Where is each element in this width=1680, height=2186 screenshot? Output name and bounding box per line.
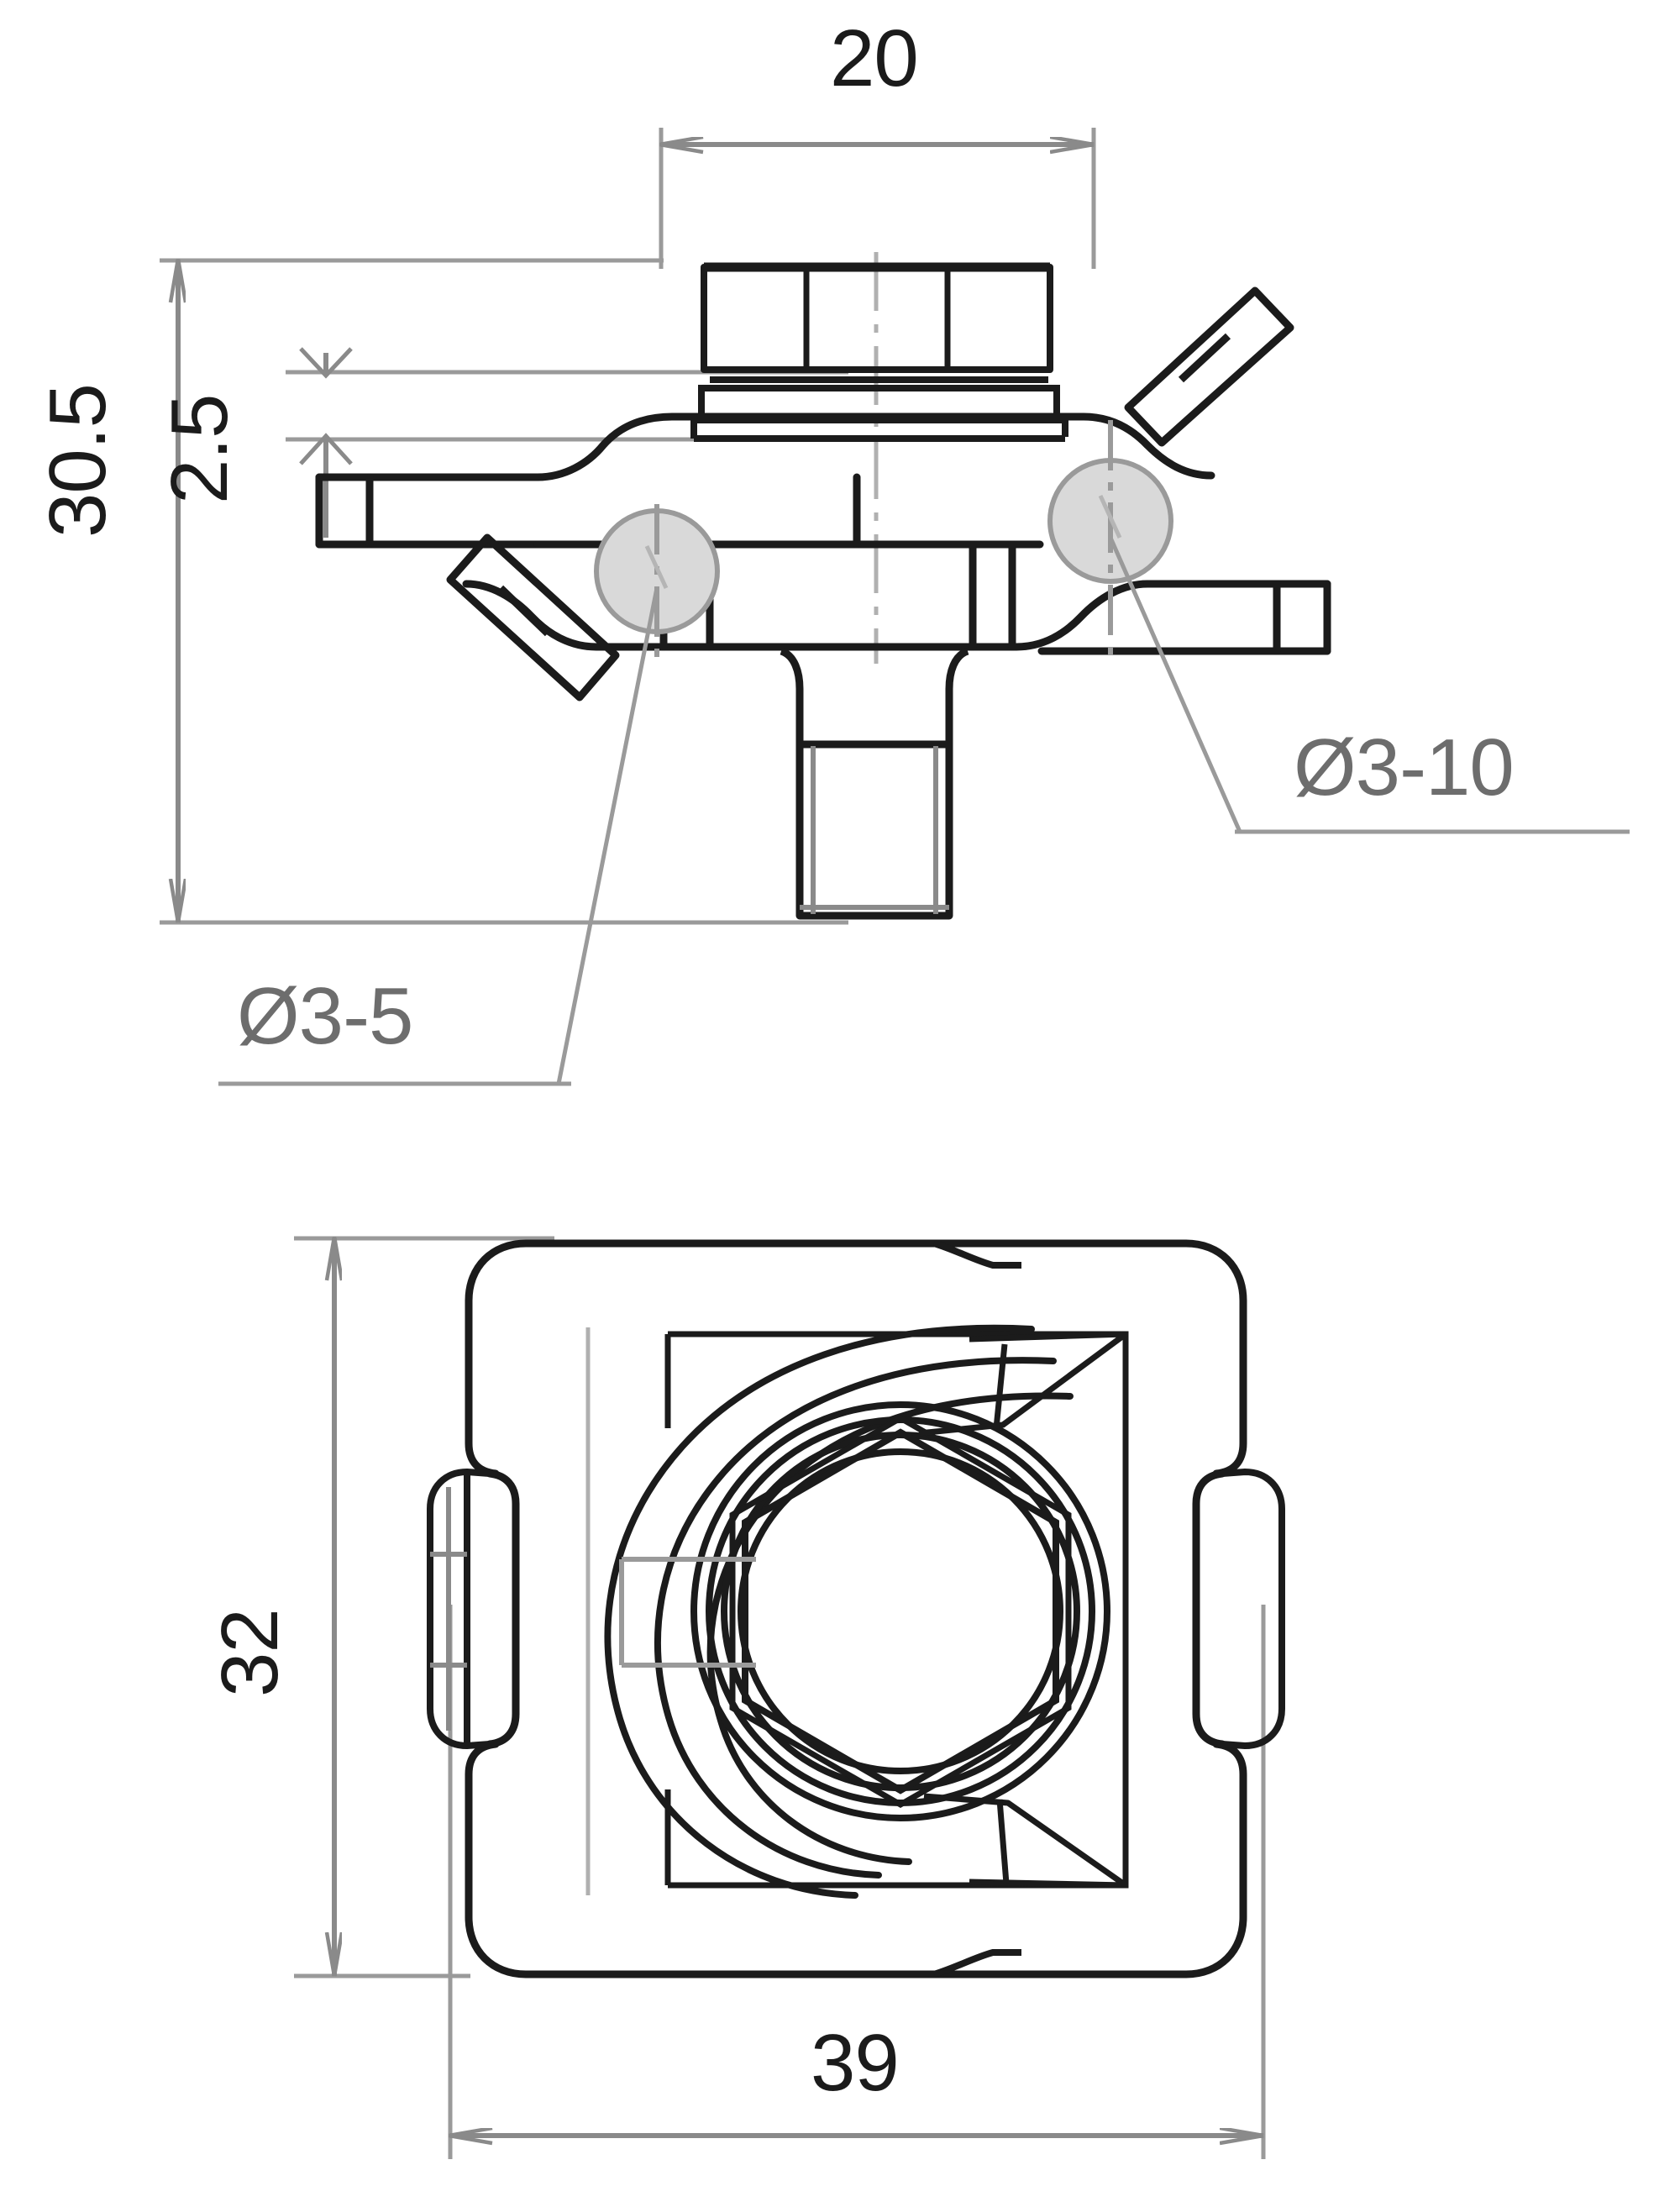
left-wing-tab [446, 533, 620, 702]
dimension-30-5 [160, 258, 848, 925]
dimension-label-32: 32 [205, 1609, 295, 1697]
plan-chamfer-bottom [923, 1793, 1129, 1889]
dimension-label-30-5: 30.5 [33, 384, 123, 538]
dimension-label-2-5: 2.5 [155, 394, 244, 504]
plan-top-nib [932, 1240, 1021, 1269]
plan-right-tab [1193, 1469, 1285, 1749]
dimension-32 [294, 1236, 554, 1978]
plan-view [294, 1236, 1285, 2159]
leader-line-cable-large [1108, 536, 1242, 833]
side-view [160, 128, 1630, 1086]
dimension-20 [659, 128, 1096, 269]
dimension-label-20: 20 [830, 13, 919, 103]
plan-bottom-nib [932, 1949, 1021, 1978]
note-label-cable-small: Ø3-5 [237, 971, 413, 1061]
note-label-cable-large: Ø3-10 [1294, 723, 1515, 812]
plan-centerlines [585, 1327, 756, 1895]
leader-line-cable-small [556, 587, 659, 1085]
dimension-label-39: 39 [811, 2018, 900, 2108]
plan-left-nut [427, 1469, 519, 1749]
plan-chamfer-top [918, 1331, 1129, 1437]
conductor-left [594, 504, 720, 664]
clamp-lower-body [462, 540, 1331, 655]
stud-collar [780, 647, 969, 749]
plan-saddle [604, 1324, 1074, 1899]
right-wing-tab [1124, 286, 1294, 447]
hex-bolt-head [701, 262, 1053, 373]
plan-nut-circles [690, 1401, 1110, 1821]
clamp-upper-body [315, 413, 1215, 549]
bolt-washer-flange [690, 376, 1068, 442]
threaded-stud [795, 744, 953, 920]
